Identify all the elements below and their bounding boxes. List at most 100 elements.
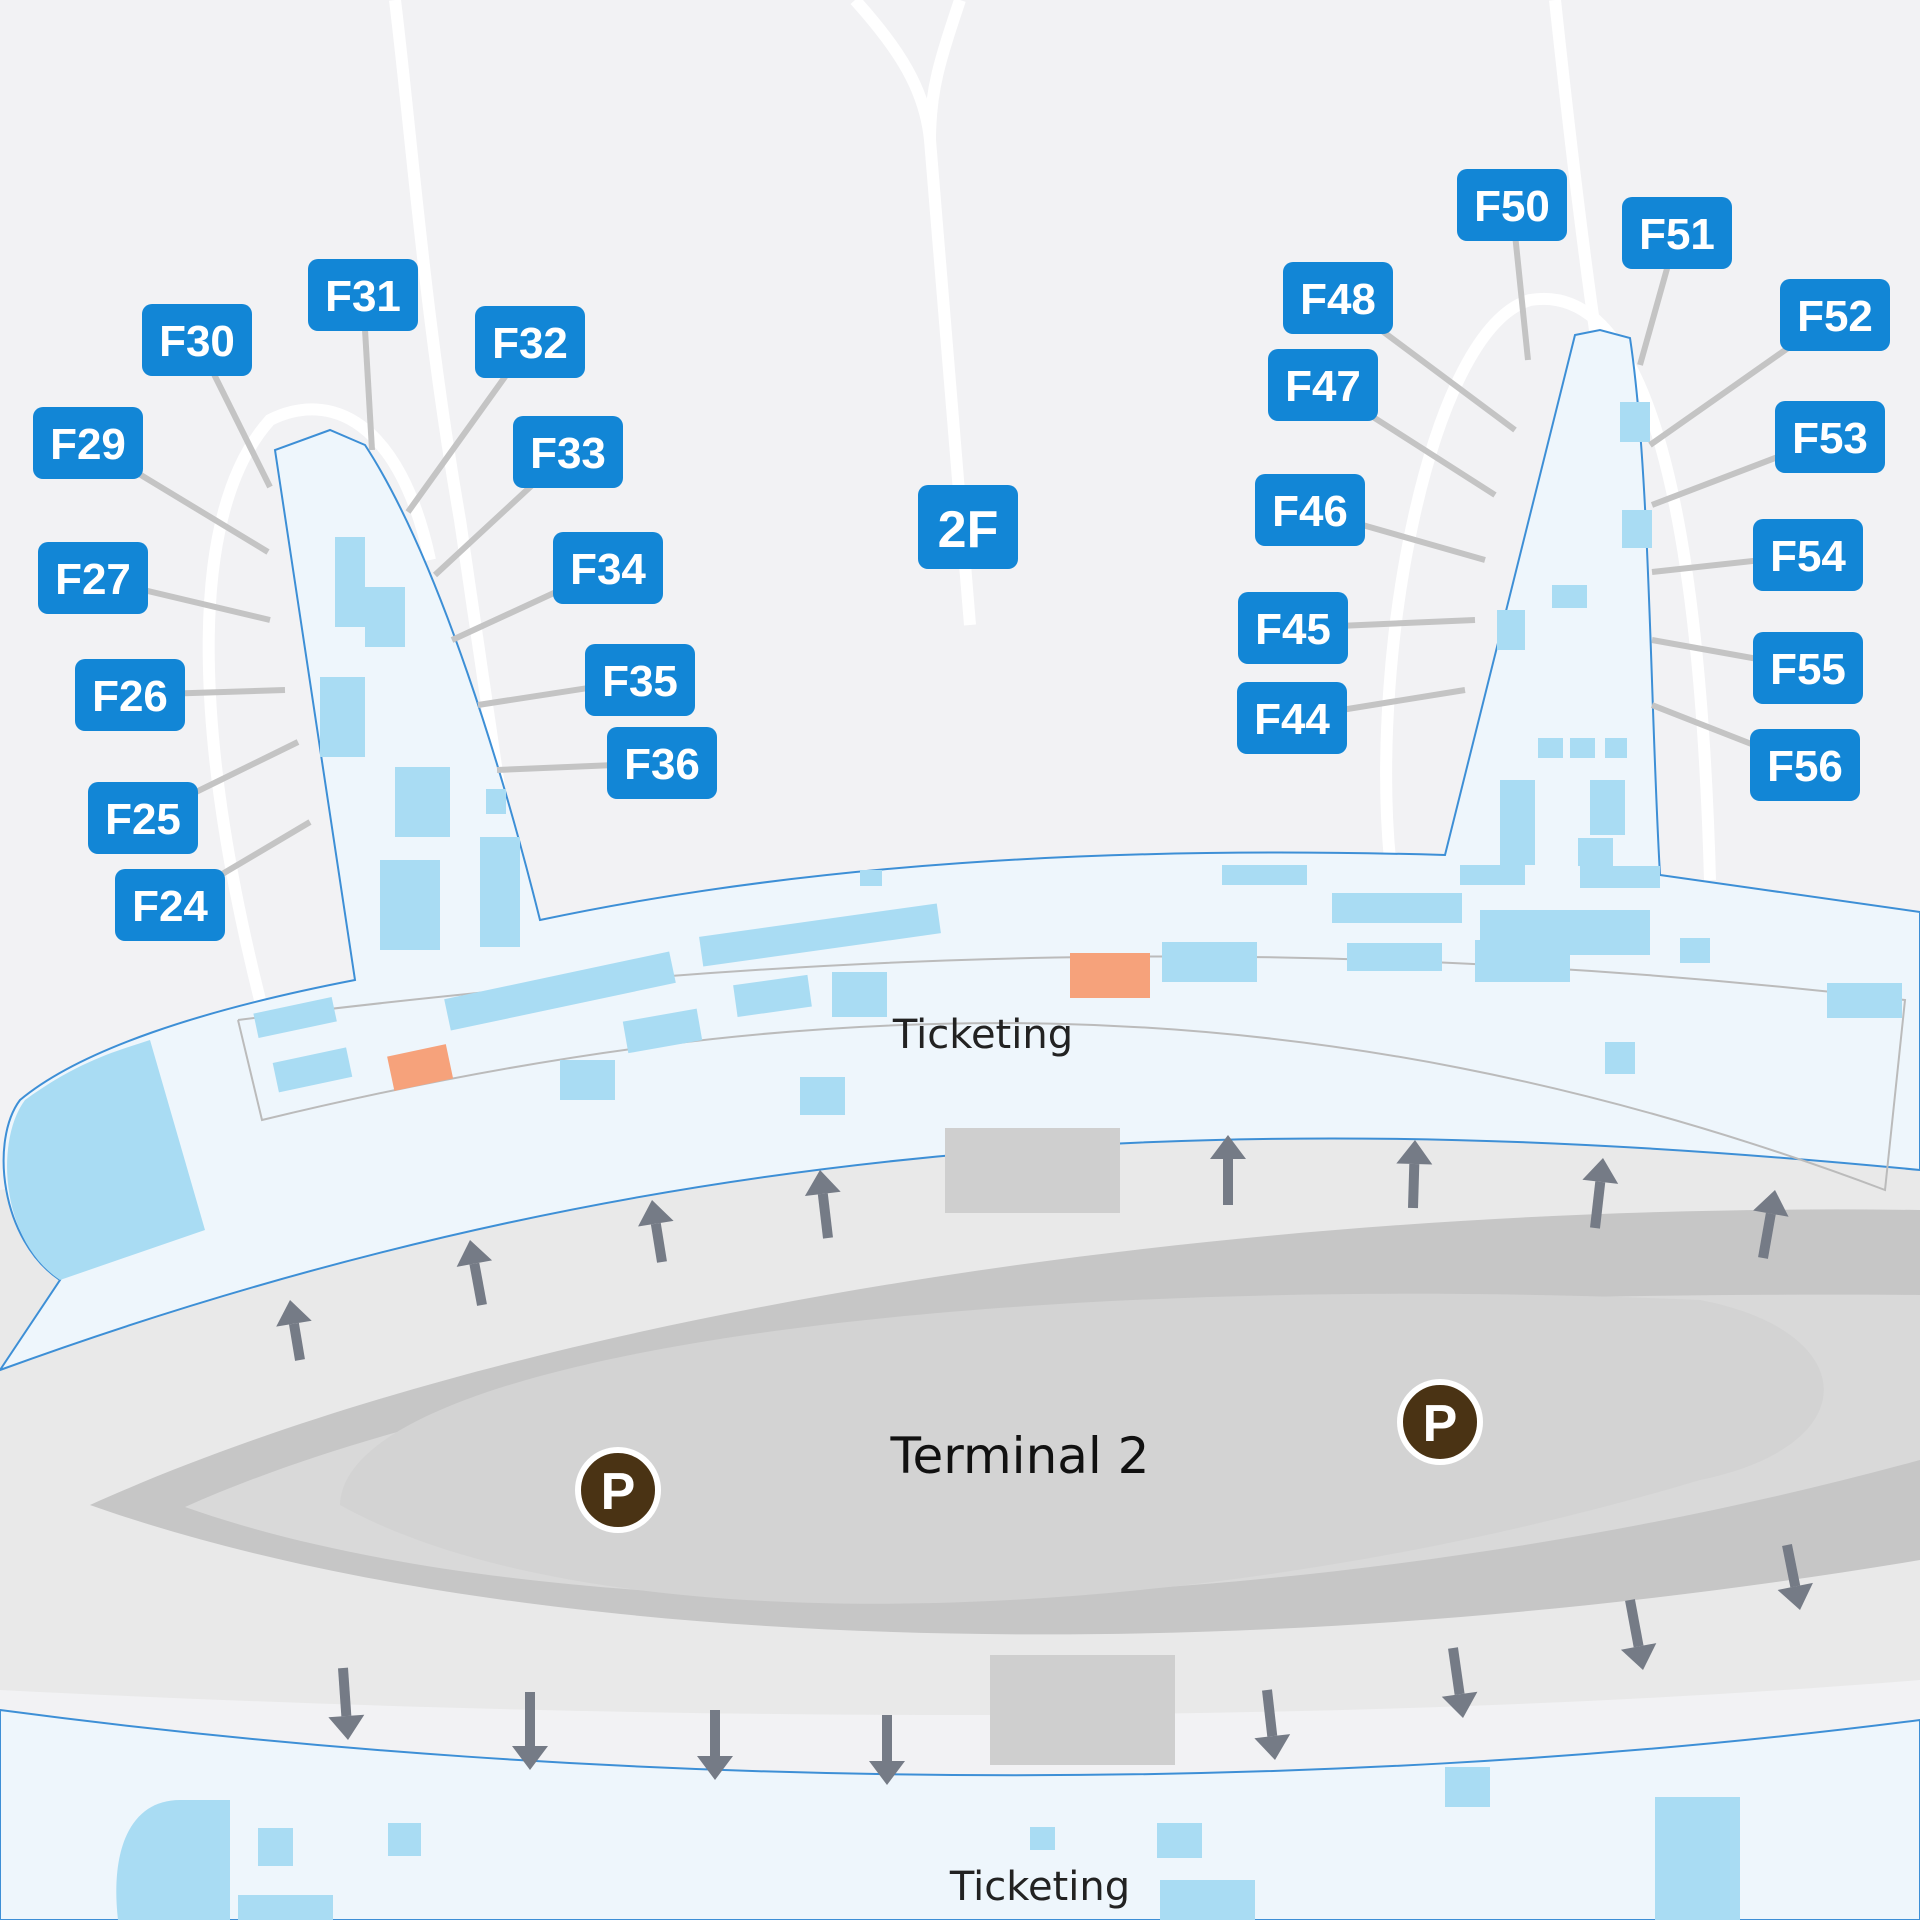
arrow-head-icon — [697, 1756, 733, 1780]
parking-icon: P — [601, 1463, 636, 1521]
gate-f44[interactable]: F44 — [1237, 682, 1347, 754]
gate-badge-bg — [115, 869, 225, 941]
gate-f27[interactable]: F27 — [38, 542, 148, 614]
gate-label: F47 — [1285, 362, 1361, 411]
arrow-head-icon — [869, 1761, 905, 1785]
gate-f45[interactable]: F45 — [1238, 592, 1348, 664]
arrow-shaft — [289, 1322, 305, 1361]
arrow-head-icon — [1777, 1582, 1813, 1610]
gate-label: F32 — [492, 319, 568, 368]
parking-marker-right[interactable]: P — [1397, 1379, 1483, 1465]
gate-label: F51 — [1639, 210, 1715, 259]
gate-badge-bg — [1457, 169, 1567, 241]
terminal-label: Terminal 2 — [889, 1427, 1149, 1485]
arrow-head-icon — [638, 1200, 674, 1227]
gate-f30[interactable]: F30 — [142, 304, 252, 376]
gate-badge-bg — [513, 416, 623, 488]
gate-label: F27 — [55, 555, 131, 604]
gate-badge-bg — [1255, 474, 1365, 546]
gate-f36[interactable]: F36 — [607, 727, 717, 799]
gate-label: F26 — [92, 672, 168, 721]
arrow-head-icon — [456, 1240, 493, 1267]
gate-f31[interactable]: F31 — [308, 259, 418, 331]
gate-f56[interactable]: F56 — [1750, 729, 1860, 801]
gate-badges[interactable]: F24F25F26F27F29F30F31F32F33F34F35F36F44F… — [33, 169, 1890, 941]
gate-badge-bg — [1775, 401, 1885, 473]
gate-label: F34 — [570, 545, 646, 594]
gate-badge-bg — [1238, 592, 1348, 664]
gate-badge-bg — [1753, 519, 1863, 591]
gate-f33[interactable]: F33 — [513, 416, 623, 488]
gate-label: F25 — [105, 795, 181, 844]
gate-badge-bg — [38, 542, 148, 614]
gate-f47[interactable]: F47 — [1268, 349, 1378, 421]
west-wing-room — [7, 1040, 206, 1280]
arrow-shaft — [1448, 1647, 1465, 1695]
gate-f51[interactable]: F51 — [1622, 197, 1732, 269]
gate-f53[interactable]: F53 — [1775, 401, 1885, 473]
concourse-rooms — [238, 402, 1902, 1920]
gate-badge-bg — [553, 532, 663, 604]
gate-f48[interactable]: F48 — [1283, 262, 1393, 334]
arrow-head-icon — [804, 1170, 841, 1196]
gate-badge-bg — [75, 659, 185, 731]
gate-f54[interactable]: F54 — [1753, 519, 1863, 591]
arrow-shaft — [1782, 1544, 1801, 1588]
arrow-head-icon — [1582, 1158, 1619, 1184]
gate-badge-bg — [88, 782, 198, 854]
gate-badge-bg — [1237, 682, 1347, 754]
parking-marker-left[interactable]: P — [575, 1447, 661, 1533]
gate-label: F45 — [1255, 605, 1331, 654]
roadways — [0, 1128, 1920, 1765]
upper-concourse — [0, 328, 1920, 1372]
arrow-shaft — [1590, 1181, 1606, 1229]
gate-f34[interactable]: F34 — [553, 532, 663, 604]
gate-label: F46 — [1272, 487, 1348, 536]
gate-badge-bg — [1283, 262, 1393, 334]
gate-f25[interactable]: F25 — [88, 782, 198, 854]
gate-f52[interactable]: F52 — [1780, 279, 1890, 351]
arrow-shaft — [650, 1222, 667, 1263]
arrow-shaft — [1625, 1599, 1644, 1648]
ticketing-hall-outline — [237, 955, 1907, 1192]
arrow-head-icon — [1620, 1643, 1657, 1670]
gate-label: F29 — [50, 420, 126, 469]
gate-badge-bg — [475, 306, 585, 378]
gate-label: F24 — [132, 882, 208, 931]
gate-badge-bg — [1750, 729, 1860, 801]
gate-f29[interactable]: F29 — [33, 407, 143, 479]
gate-label: F50 — [1474, 182, 1550, 231]
gate-f50[interactable]: F50 — [1457, 169, 1567, 241]
arrow-shaft — [469, 1262, 487, 1306]
gate-label: F44 — [1254, 695, 1330, 744]
lower-concourse — [0, 1708, 1920, 1920]
gate-f46[interactable]: F46 — [1255, 474, 1365, 546]
gate-label: F48 — [1300, 275, 1376, 324]
arrow-shaft — [1262, 1689, 1278, 1737]
gate-label: F33 — [530, 429, 606, 478]
arrow-shaft — [817, 1193, 833, 1239]
ticketing-label-lower: Ticketing — [949, 1864, 1130, 1910]
gate-f26[interactable]: F26 — [75, 659, 185, 731]
arrow-head-icon — [1254, 1734, 1291, 1760]
gate-f35[interactable]: F35 — [585, 644, 695, 716]
gate-badge-bg — [1753, 632, 1863, 704]
gate-badge-bg — [1622, 197, 1732, 269]
gate-badge-bg — [308, 259, 418, 331]
gate-f55[interactable]: F55 — [1753, 632, 1863, 704]
gate-badge-bg — [1780, 279, 1890, 351]
gate-label: F54 — [1770, 532, 1846, 581]
gate-label: F52 — [1797, 292, 1873, 341]
gate-badge-bg — [1268, 349, 1378, 421]
level-badge: 2F — [918, 485, 1018, 569]
arrow-head-icon — [1396, 1140, 1433, 1165]
gate-f32[interactable]: F32 — [475, 306, 585, 378]
arrow-shaft — [1408, 1163, 1420, 1209]
arrow-head-icon — [1753, 1190, 1789, 1217]
gate-label: F53 — [1792, 414, 1868, 463]
arrow-head-icon — [512, 1746, 548, 1770]
gate-f24[interactable]: F24 — [115, 869, 225, 941]
gate-label: F31 — [325, 272, 401, 321]
arrow-shaft — [1758, 1212, 1776, 1259]
